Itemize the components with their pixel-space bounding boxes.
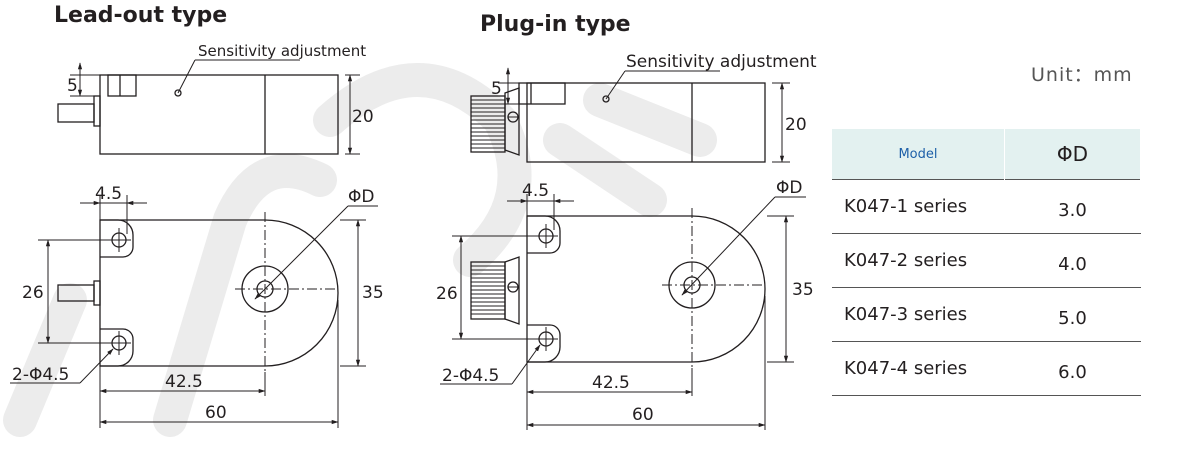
model-cell: K047-2 series <box>832 233 1005 288</box>
diameter-cell: 4.0 <box>1004 233 1141 288</box>
model-cell: K047-1 series <box>832 179 1005 234</box>
diameter-cell: 5.0 <box>1004 287 1141 342</box>
table-row: K047-4 series 6.0 <box>832 341 1141 396</box>
lead-out-dim-20: 20 <box>352 107 374 127</box>
header-model: Model <box>832 129 1005 180</box>
lead-out-side-view <box>57 59 360 155</box>
plug-in-top-view <box>440 194 806 430</box>
diameter-cell: 6.0 <box>1004 341 1141 396</box>
model-cell: K047-4 series <box>832 341 1005 396</box>
lead-out-top-view <box>10 195 378 428</box>
watermark <box>3 63 717 437</box>
lead-out-dim-4-5: 4.5 <box>95 184 122 204</box>
table-row: K047-2 series 4.0 <box>832 233 1141 288</box>
lead-out-dim-5: 5 <box>67 76 78 96</box>
plug-in-dim-26: 26 <box>436 284 458 304</box>
plug-in-side-view <box>470 67 790 163</box>
plug-in-dim-35: 35 <box>792 280 814 300</box>
plug-in-dim-5: 5 <box>491 79 502 99</box>
diameter-cell: 3.0 <box>1004 179 1141 234</box>
table-row: K047-1 series 3.0 <box>832 179 1141 234</box>
model-spec-table: Model ΦD K047-1 series 3.0 K047-2 series… <box>832 129 1141 396</box>
plug-in-dim-20: 20 <box>785 115 807 135</box>
lead-out-dim-26: 26 <box>22 283 44 303</box>
lead-out-sensitivity-label: Sensitivity adjustment <box>198 42 366 60</box>
lead-out-dim-42-5: 42.5 <box>165 372 203 392</box>
header-phi-d: ΦD <box>1004 129 1141 180</box>
lead-out-dim-60: 60 <box>205 403 227 423</box>
lead-out-dim-2phi: 2-Φ4.5 <box>12 365 69 385</box>
plug-in-dim-phi-d: ΦD <box>776 178 802 198</box>
plug-in-sensitivity-label: Sensitivity adjustment <box>626 52 817 72</box>
plug-in-dim-42-5: 42.5 <box>592 373 630 393</box>
lead-out-dim-35: 35 <box>362 283 384 303</box>
lead-out-dim-phi-d: ΦD <box>348 187 374 207</box>
plug-in-title: Plug-in type <box>480 12 631 37</box>
model-cell: K047-3 series <box>832 287 1005 342</box>
unit-label: Unit：mm <box>1031 64 1133 86</box>
plug-in-dim-60: 60 <box>632 405 654 425</box>
lead-out-title: Lead-out type <box>54 3 228 28</box>
table-header-row: Model ΦD <box>832 129 1141 180</box>
plug-in-dim-4-5: 4.5 <box>522 181 549 201</box>
table-row: K047-3 series 5.0 <box>832 287 1141 342</box>
plug-in-dim-2phi: 2-Φ4.5 <box>442 366 499 386</box>
